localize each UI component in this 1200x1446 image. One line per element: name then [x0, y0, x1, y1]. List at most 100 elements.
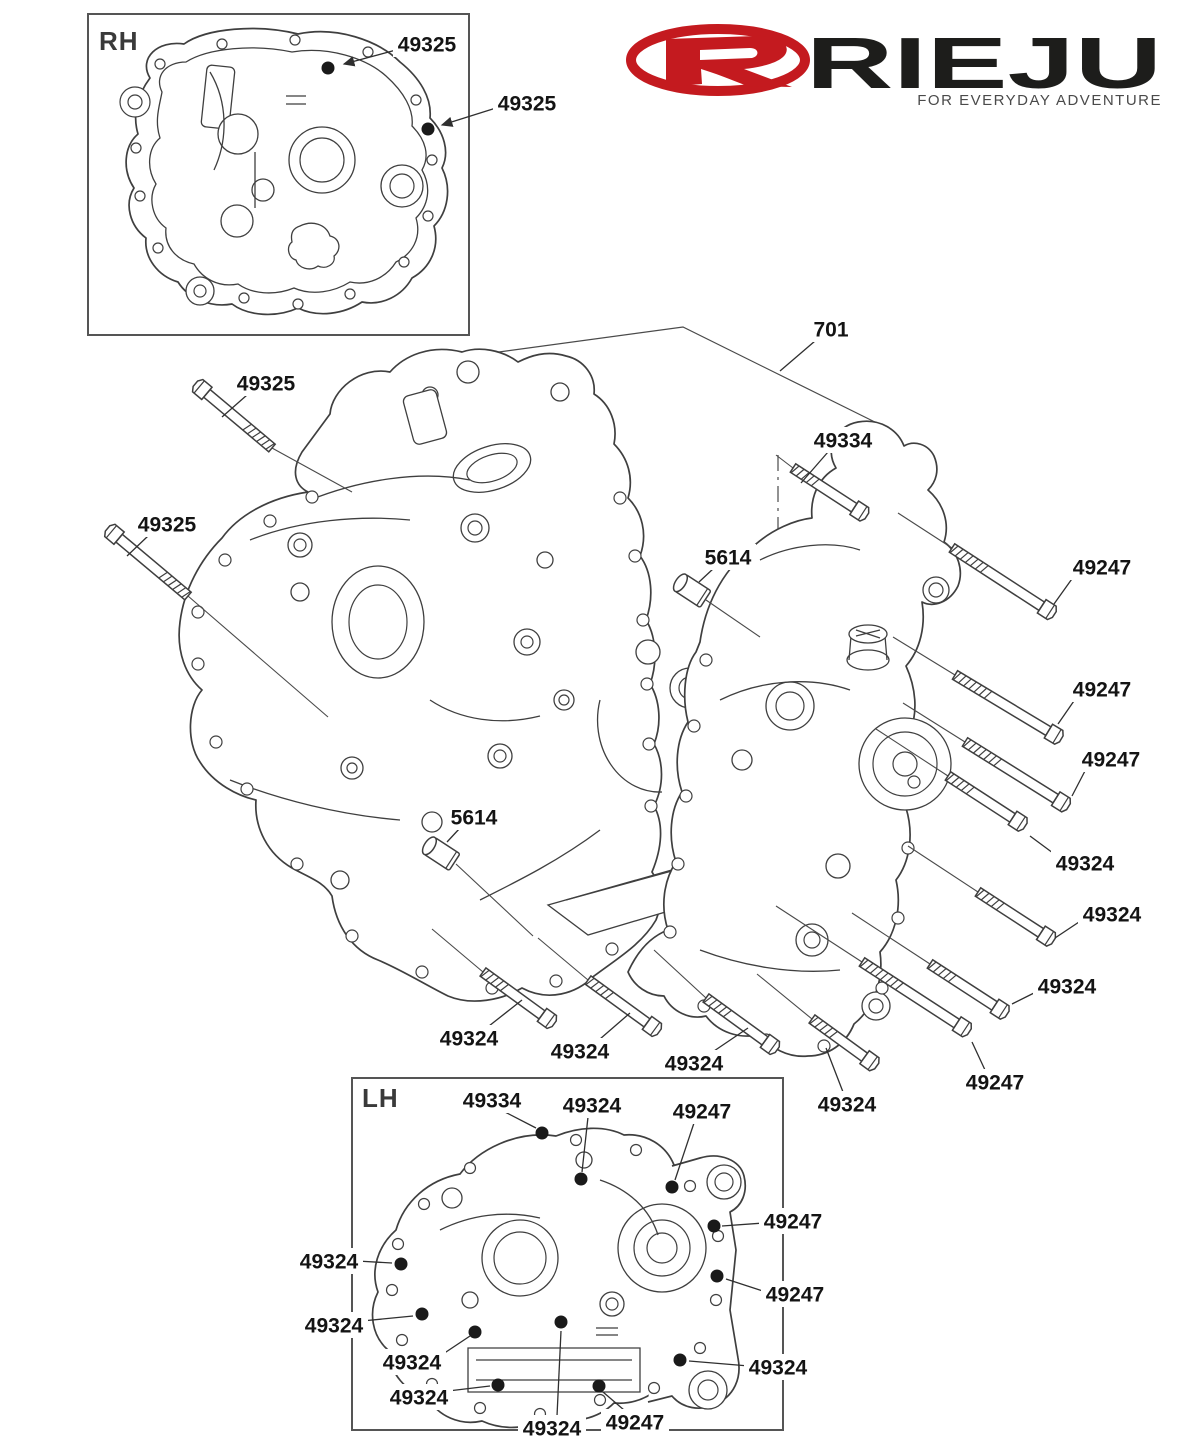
- part-number-label: 49334: [463, 1090, 522, 1113]
- bolt-drawing: [974, 886, 1057, 947]
- part-number-label: 49247: [766, 1284, 824, 1307]
- left-crankcase-drawing: [178, 348, 663, 1002]
- leader-line: [447, 1385, 491, 1392]
- part-label-bg: [601, 1409, 669, 1435]
- lh-inset-title: LH: [362, 1083, 399, 1113]
- part-number-label: 49324: [300, 1251, 359, 1274]
- part-label-bg: [813, 1091, 881, 1117]
- fastener-drawings: [103, 378, 1072, 1072]
- part-number-label: 49324: [523, 1418, 582, 1441]
- part-number-label: 49247: [764, 1211, 822, 1234]
- part-label-bg: [133, 511, 201, 537]
- part-number-label: 49247: [966, 1072, 1024, 1095]
- part-number-label: 49325: [138, 514, 197, 537]
- bolt-drawing: [702, 992, 781, 1056]
- insertion-axis-line: [187, 595, 329, 718]
- insertion-axis-lines: [187, 447, 979, 1020]
- bolt-drawing: [926, 958, 1010, 1021]
- dowel-drawing: [672, 573, 712, 608]
- right-crankcase-drawing: [627, 420, 962, 1058]
- part-label-bg: [1078, 901, 1146, 927]
- leader-line: [342, 49, 397, 67]
- part-number-label: 701: [813, 319, 848, 342]
- fastener-point-dot: [665, 1180, 679, 1194]
- part-label-bg: [458, 1087, 526, 1113]
- part-label-bg: [446, 804, 502, 830]
- leader-line: [688, 1360, 750, 1367]
- fastener-point-dot: [421, 122, 435, 136]
- part-number-label: 49324: [563, 1095, 622, 1118]
- logo-ellipse: [626, 24, 810, 96]
- brand-wordmark: RIEJU: [806, 24, 1162, 104]
- part-label-bg: [809, 316, 853, 342]
- part-label-bg: [744, 1354, 812, 1380]
- insertion-axis-line: [756, 973, 813, 1020]
- part-label-bg: [378, 1349, 446, 1375]
- leader-line: [361, 1315, 414, 1322]
- fastener-point-dot: [491, 1378, 505, 1392]
- bolt-drawing: [944, 770, 1028, 833]
- insertion-axis-line: [892, 636, 956, 676]
- leader-line: [713, 1027, 749, 1052]
- leader-line: [725, 1278, 767, 1293]
- part-number-label: 49325: [398, 34, 457, 57]
- fastener-point-dot: [574, 1172, 588, 1186]
- insertion-axis-line: [537, 937, 589, 981]
- bolt-drawing: [951, 669, 1064, 746]
- part-number-label: 49247: [606, 1412, 664, 1435]
- part-number-label: 49324: [1056, 853, 1115, 876]
- bolt-drawing: [479, 966, 558, 1030]
- bolt-drawing: [858, 956, 973, 1038]
- part-label-bg: [1068, 676, 1136, 702]
- part-number-label: 49324: [440, 1028, 499, 1051]
- insertion-axis-line: [431, 928, 484, 973]
- part-label-bg: [1051, 850, 1119, 876]
- part-number-label: 49334: [814, 430, 873, 453]
- part-number-label: 49324: [383, 1352, 442, 1375]
- rh-inset-title: RH: [99, 26, 139, 56]
- part-number-label: 49324: [818, 1094, 877, 1117]
- part-number-label: 49324: [390, 1387, 449, 1410]
- part-label-bg: [518, 1415, 586, 1441]
- part-number-label: 5614: [705, 547, 752, 570]
- main-exploded-drawing: [178, 326, 962, 1058]
- part-label-bg: [1077, 746, 1145, 772]
- bolt-drawing: [948, 542, 1057, 621]
- part-number-label: 49247: [673, 1101, 731, 1124]
- lh-case-drawing: [371, 1127, 747, 1429]
- fastener-point-dot: [592, 1379, 606, 1393]
- leader-line: [698, 567, 715, 583]
- leader-line: [721, 1222, 765, 1227]
- part-number-label: 49324: [1038, 976, 1097, 999]
- logo-r-icon: [666, 35, 792, 87]
- leader-line: [504, 1111, 537, 1129]
- insertion-axis-line: [705, 599, 761, 638]
- part-number-label: 49247: [1082, 749, 1140, 772]
- part-number-label: 49324: [305, 1315, 364, 1338]
- part-number-label: 5614: [451, 807, 498, 830]
- insertion-axis-line: [907, 845, 979, 893]
- part-label-bg: [759, 1208, 827, 1234]
- leader-line: [581, 1116, 589, 1173]
- rh-case-drawing: [119, 27, 449, 316]
- insertion-axis-line: [653, 949, 707, 999]
- part-number-label: 49324: [1083, 904, 1142, 927]
- leader-line: [599, 1012, 631, 1040]
- leader-line: [1053, 575, 1075, 605]
- leader-line: [971, 1041, 986, 1071]
- leader-line: [602, 1391, 625, 1411]
- bolt-drawing: [961, 736, 1072, 813]
- logo-r-notch: [700, 48, 758, 60]
- leader-line: [1057, 697, 1077, 725]
- dowel-drawing: [421, 836, 461, 871]
- part-number-label: 49325: [498, 93, 557, 116]
- leader-line: [800, 451, 829, 484]
- leader-line: [221, 394, 248, 418]
- leader-line: [1071, 768, 1087, 797]
- fastener-point-dot: [468, 1325, 482, 1339]
- leader-line: [488, 999, 523, 1027]
- part-label-bg: [1068, 554, 1136, 580]
- part-label-bg: [1033, 973, 1101, 999]
